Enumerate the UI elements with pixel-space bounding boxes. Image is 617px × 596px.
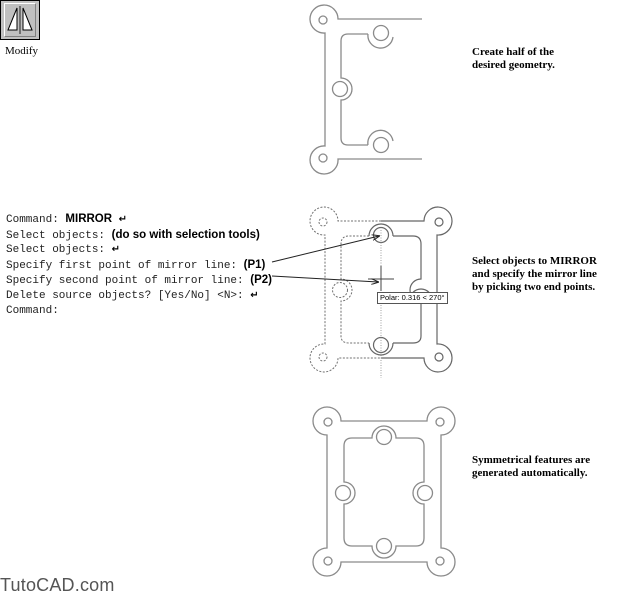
enter-key-icon: ↵ <box>250 289 259 301</box>
enter-key-icon: ↵ <box>118 214 128 225</box>
polar-tracking-tooltip: Polar: 0.316 < 270° <box>377 292 448 304</box>
half-geometry-figure <box>309 4 422 175</box>
step1-caption: Create half of the desired geometry. <box>472 46 555 71</box>
mirrored-result-figure <box>312 406 456 577</box>
p1-arrow <box>271 236 379 263</box>
enter-key-icon: ↵ <box>111 244 121 256</box>
command-history: Command: MIRROR ↵ Select objects: (do so … <box>6 212 272 318</box>
command-line-2: Select objects: (do so with selection to… <box>6 228 260 242</box>
step3-caption: Symmetrical features are generated autom… <box>472 454 591 479</box>
command-line-5: Specify second point of mirror line: (P2… <box>6 274 272 288</box>
command-line-6: Delete source objects? [Yes/No] <N>: ↵ <box>6 289 259 302</box>
p2-arrow <box>271 275 378 282</box>
command-line-4: Specify first point of mirror line: (P1) <box>6 258 266 272</box>
mirror-button-face <box>4 3 36 37</box>
mirror-icon <box>7 6 33 34</box>
mirror-step-figure <box>271 206 453 378</box>
command-line-3: Select objects: ↵ <box>6 244 121 257</box>
mirror-button-label: Modify <box>5 45 38 57</box>
watermark: TutoCAD.com <box>0 575 115 595</box>
mirror-button[interactable] <box>0 0 40 40</box>
step2-caption: Select objects to MIRROR and specify the… <box>472 255 597 293</box>
command-line-1: Command: MIRROR ↵ <box>6 213 128 226</box>
command-line-7: Command: <box>6 304 59 317</box>
